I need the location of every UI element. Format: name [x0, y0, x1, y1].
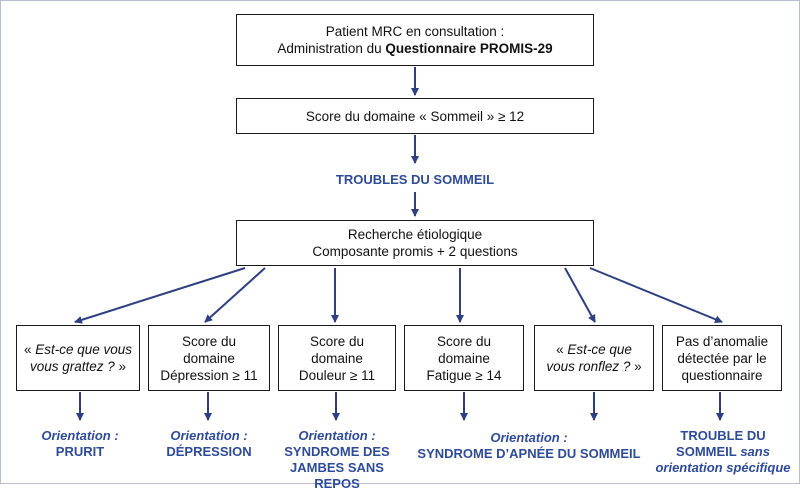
outcome-depression: Orientation : DÉPRESSION	[148, 428, 270, 460]
anomalie-line2: détectée par le	[677, 350, 767, 366]
box-question-ronflez: « Est-ce que vous ronflez ? »	[534, 325, 654, 391]
ronflez-text: « Est-ce que vous ronflez ? »	[546, 342, 642, 374]
douleur-line3: Douleur ≥ 11	[298, 367, 376, 383]
fatigue-line3: Fatigue ≥ 14	[426, 367, 502, 383]
outcome-prurit-value: PRURIT	[55, 444, 105, 459]
questionnaire-name: Questionnaire PROMIS-29	[385, 41, 553, 56]
box-recherche-etiologique: Recherche étiologique Composante promis …	[236, 220, 594, 266]
outcome-apnee-label: Orientation :	[490, 430, 568, 445]
depression-line3: Dépression ≥ 11	[160, 367, 258, 383]
score-text: Score du domaine « Sommeil » ≥ 12	[305, 108, 525, 124]
outcome-sans-line2: SOMMEIL sans	[676, 444, 770, 459]
box-question-grattez: « Est-ce que vous vous grattez ? »	[16, 325, 140, 391]
grattez-text: « Est-ce que vous vous grattez ? »	[23, 342, 133, 374]
recherche-line1: Recherche étiologique	[347, 227, 483, 242]
outcome-jambes-sans-repos: Orientation : SYNDROME DES JAMBES SANS R…	[268, 428, 406, 492]
box-pas-anomalie: Pas d’anomalie détectée par le questionn…	[662, 325, 782, 391]
anomalie-line1: Pas d’anomalie	[675, 333, 769, 349]
anomalie-line3: questionnaire	[681, 367, 763, 383]
fatigue-line1: Score du	[436, 333, 492, 349]
top-line2-prefix: Administration du	[277, 41, 386, 56]
outcome-apnee-value: SYNDROME D’APNÉE DU SOMMEIL	[417, 446, 641, 461]
outcome-sans-orientation: TROUBLE DU SOMMEIL sans orientation spéc…	[650, 428, 796, 476]
outcome-depression-value: DÉPRESSION	[166, 444, 252, 459]
top-line2: Administration du Questionnaire PROMIS-2…	[277, 40, 552, 57]
arrow-to-box-depression	[204, 267, 266, 323]
outcome-prurit-label: Orientation :	[41, 428, 119, 443]
douleur-line2: domaine	[311, 350, 363, 366]
box-patient-consultation: Patient MRC en consultation : Administra…	[236, 14, 594, 66]
douleur-line1: Score du	[309, 333, 365, 349]
top-line1: Patient MRC en consultation :	[325, 24, 505, 39]
recherche-line2: Composante promis + 2 questions	[312, 244, 518, 259]
outcome-apnee-sommeil: Orientation : SYNDROME D’APNÉE DU SOMMEI…	[408, 430, 650, 462]
box-score-depression: Score du domaine Dépression ≥ 11	[148, 325, 270, 391]
outcome-sans-line1: TROUBLE DU	[680, 428, 766, 443]
box-score-fatigue: Score du domaine Fatigue ≥ 14	[404, 325, 524, 391]
depression-line2: domaine	[183, 350, 235, 366]
arrow-to-box-grattez	[74, 267, 246, 324]
label-troubles-sommeil: TROUBLES DU SOMMEIL	[236, 172, 594, 188]
outcome-jambes-label: Orientation :	[298, 428, 376, 443]
depression-line1: Score du	[181, 333, 237, 349]
troubles-text: TROUBLES DU SOMMEIL	[335, 172, 495, 187]
arrow-to-box-ronflez	[564, 267, 596, 323]
fatigue-line2: domaine	[438, 350, 490, 366]
outcome-depression-label: Orientation :	[170, 428, 248, 443]
outcome-jambes-value2: JAMBES SANS REPOS	[290, 460, 384, 491]
arrow-to-box-anomalie	[589, 267, 723, 324]
box-score-douleur: Score du domaine Douleur ≥ 11	[278, 325, 396, 391]
outcome-sans-line3: orientation spécifique	[655, 460, 791, 475]
box-score-sommeil: Score du domaine « Sommeil » ≥ 12	[236, 98, 594, 134]
outcome-jambes-value1: SYNDROME DES	[284, 444, 390, 459]
outcome-prurit: Orientation : PRURIT	[18, 428, 142, 460]
